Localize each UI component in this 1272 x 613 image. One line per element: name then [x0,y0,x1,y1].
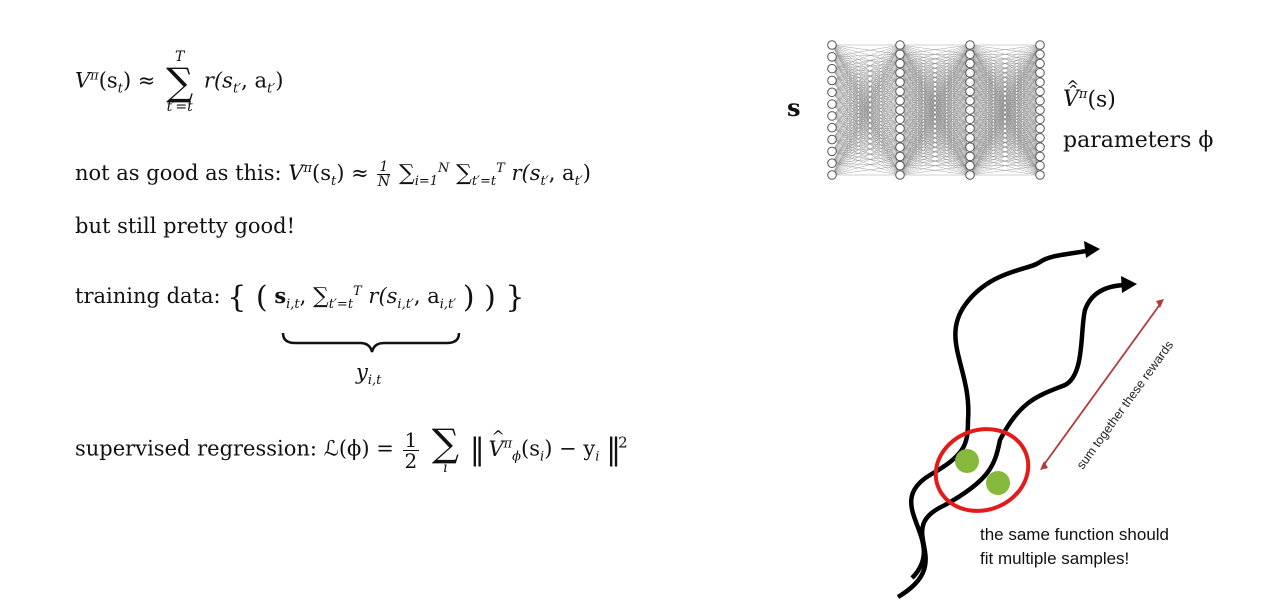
network-node [1035,160,1045,171]
network-node [965,77,975,87]
network-node [895,105,905,115]
network-node [965,160,975,171]
reward-span-arrow [1042,302,1162,467]
trajectory-caption: the same function should fit multiple sa… [980,523,1169,571]
network-node [965,49,975,60]
network-node [827,170,837,180]
network-node [895,160,905,171]
network-node [827,52,837,62]
sample-ellipse [933,427,1031,513]
network-node [1035,151,1045,162]
network-node [895,95,905,106]
network-node [895,170,905,180]
network-node [895,142,905,152]
network-node [827,122,837,133]
network-node [965,151,975,162]
regression-loss-line: supervised regression: ℒ(ϕ) = 12 ∑ i ‖ V… [75,421,628,477]
network-node [965,142,975,152]
network-node [965,114,975,125]
network-node [895,133,905,143]
network-connections [831,44,1041,176]
network-node [1035,40,1045,50]
network-node [1035,95,1045,106]
network-node [895,49,905,60]
network-node [827,134,837,145]
caption-line-1: the same function should [980,525,1170,544]
network-node [1035,77,1045,87]
network-node [965,170,975,180]
network-node [1035,86,1045,97]
network-node [895,58,905,69]
sum-operator: T ∑ t′=t [166,49,194,116]
arrowhead-1 [1084,241,1100,258]
loss-sum-operator: ∑ i [431,421,460,477]
network-node [827,99,837,109]
network-node [895,114,905,125]
network-node [1035,133,1045,143]
network-node [827,63,837,74]
arrowhead-2 [1121,276,1137,293]
network-node [965,95,975,106]
network-node [895,68,905,78]
network-node [895,86,905,97]
training-data-line: training data: { ( si,t, ∑t′=tT r(si,t′,… [75,280,525,315]
network-node [1035,123,1045,134]
network-node [965,123,975,134]
network-node [1035,170,1045,180]
network-node [827,40,837,50]
sample-dot-1 [955,449,979,473]
network-node [965,68,975,78]
network-params-label: parameters ϕ [1063,128,1214,153]
network-node [827,87,837,98]
network-node [965,133,975,143]
network-node [895,151,905,162]
network-node [965,58,975,69]
network-output-label: V̂π(s) [1063,77,1116,112]
network-node [895,123,905,134]
network-node [827,111,837,121]
sample-dot-2 [986,471,1010,495]
network-node [1035,142,1045,152]
network-node [965,40,975,50]
network-node [965,105,975,115]
network-node [1035,58,1045,69]
caption-line-2: fit multiple samples! [980,549,1130,568]
network-node [895,77,905,87]
remark-line: but still pretty good! [75,214,296,238]
network-node [827,75,837,86]
network-input-label: s [787,93,801,122]
network-node [965,86,975,97]
value-estimate-equation: Vπ(st) ≈ T ∑ t′=t r(st′, at′) [75,49,284,116]
trajectory-curve-2 [896,282,1129,599]
trajectory-curve-1 [908,247,1093,580]
network-node [895,40,905,50]
network-node [1035,68,1045,78]
network-node [1035,49,1045,60]
network-node [1035,114,1045,125]
network-node [827,158,837,168]
network-node [827,146,837,157]
underbrace-label: yi,t [356,360,382,389]
network-node [1035,105,1045,115]
